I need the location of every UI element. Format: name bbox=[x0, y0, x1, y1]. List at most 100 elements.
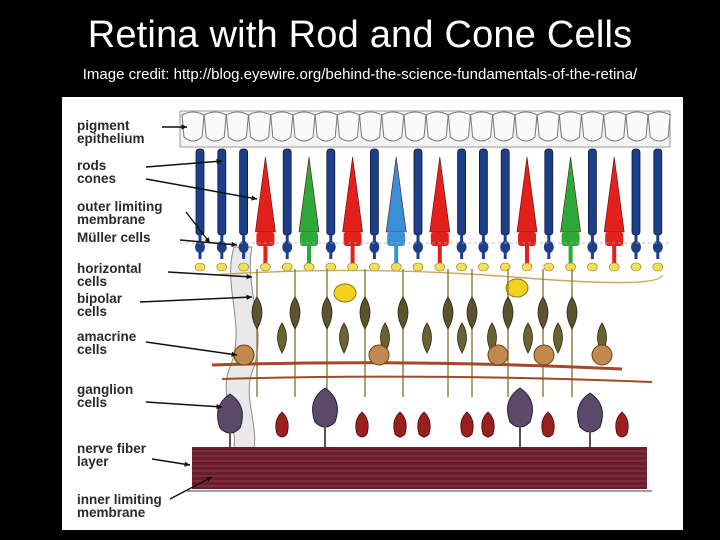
label-arrow bbox=[145, 160, 223, 168]
rod-nucleus bbox=[282, 241, 293, 253]
rod-outer-segment bbox=[478, 148, 488, 236]
photoreceptor-terminal bbox=[521, 262, 533, 272]
bipolar-cell bbox=[397, 296, 409, 330]
rod-outer-segment bbox=[653, 148, 663, 236]
ganglion-cell bbox=[417, 411, 431, 438]
rod-nucleus bbox=[456, 241, 467, 253]
label-muller-cells: Müller cells bbox=[77, 230, 151, 245]
photoreceptor-terminal bbox=[260, 262, 271, 272]
photoreceptor-terminal bbox=[456, 262, 467, 272]
arrow-head bbox=[216, 158, 222, 165]
red-cone-inner-segment bbox=[430, 232, 449, 246]
rod-nucleus bbox=[478, 241, 489, 253]
arrow-head bbox=[231, 241, 237, 248]
ganglion-cell bbox=[507, 387, 533, 428]
bipolar-cell bbox=[553, 322, 563, 354]
slide-title: Retina with Rod and Cone Cells bbox=[87, 14, 633, 56]
amacrine-cell bbox=[533, 344, 555, 366]
photoreceptor-terminal bbox=[478, 262, 489, 272]
pigment-cell bbox=[270, 111, 294, 142]
arrow-head bbox=[246, 294, 252, 300]
ganglion-cell bbox=[615, 411, 629, 438]
bipolar-cell bbox=[251, 296, 263, 330]
photoreceptor-terminal bbox=[608, 262, 620, 272]
rod-nucleus bbox=[195, 241, 205, 253]
photoreceptor-terminal bbox=[369, 262, 380, 272]
horizontal-cell bbox=[505, 278, 529, 298]
label-arrow bbox=[145, 341, 238, 356]
label-arrow bbox=[145, 178, 258, 200]
photoreceptor-terminal bbox=[652, 262, 664, 272]
label-arrow bbox=[179, 239, 238, 246]
bipolar-cell bbox=[457, 322, 467, 354]
pigment-cell bbox=[336, 111, 360, 142]
bipolar-cell bbox=[321, 296, 333, 330]
rod-outer-segment bbox=[239, 148, 249, 236]
green-cone-inner-segment bbox=[561, 232, 580, 246]
red-cone-outer-segment bbox=[255, 156, 276, 233]
blue-cone-inner-segment bbox=[387, 232, 406, 246]
bipolar-cell bbox=[277, 322, 287, 354]
ganglion-cell bbox=[481, 411, 495, 438]
arrow-head bbox=[204, 237, 210, 243]
horizontal-process bbox=[211, 269, 663, 284]
pigment-cell bbox=[314, 111, 338, 142]
pigment-cell bbox=[381, 111, 405, 142]
bipolar-cell bbox=[466, 296, 478, 330]
red-cone-outer-segment bbox=[342, 156, 363, 233]
photoreceptor-terminal bbox=[303, 262, 315, 272]
amacrine-process bbox=[211, 361, 623, 371]
pigment-cell bbox=[248, 111, 272, 142]
photoreceptor-terminal bbox=[499, 262, 511, 272]
green-cone-outer-segment bbox=[560, 156, 581, 233]
red-cone-inner-segment bbox=[256, 232, 275, 246]
retina-illustration bbox=[139, 110, 671, 500]
amacrine-process bbox=[221, 375, 653, 383]
rod-outer-segment bbox=[282, 148, 292, 236]
label-arrows bbox=[139, 124, 258, 500]
rod-nucleus bbox=[631, 241, 641, 253]
arrow-head bbox=[251, 195, 257, 201]
label-arrow bbox=[139, 296, 253, 303]
rod-outer-segment bbox=[544, 148, 554, 236]
red-cone-outer-segment bbox=[516, 156, 538, 233]
pigment-cell bbox=[581, 111, 605, 142]
blue-cone-outer-segment bbox=[385, 156, 407, 233]
horizontal-cell-layer bbox=[211, 269, 663, 303]
amacrine-cell bbox=[487, 344, 509, 366]
rod-outer-segment bbox=[413, 148, 423, 236]
red-cone-inner-segment bbox=[605, 232, 624, 246]
green-cone-inner-segment bbox=[300, 232, 318, 246]
pigment-cell bbox=[536, 111, 560, 142]
bipolar-cell bbox=[422, 322, 432, 354]
ganglion-cell bbox=[275, 411, 289, 438]
arrow-head bbox=[181, 124, 187, 130]
red-cone-inner-segment bbox=[518, 232, 536, 246]
label-arrow bbox=[145, 401, 223, 408]
ganglion-cell bbox=[577, 392, 603, 433]
pigment-cell bbox=[603, 111, 627, 142]
pigment-cell bbox=[203, 111, 227, 142]
pigment-epithelium-layer bbox=[179, 110, 671, 148]
green-cone-outer-segment bbox=[298, 156, 320, 233]
pigment-cell bbox=[625, 111, 649, 142]
pigment-cell bbox=[359, 111, 383, 142]
arrow-head bbox=[246, 274, 252, 280]
photoreceptor-terminal bbox=[194, 262, 206, 272]
label-arrow bbox=[169, 476, 213, 500]
label-arrow bbox=[185, 211, 211, 244]
photoreceptor-terminal bbox=[587, 262, 598, 272]
bipolar-cell bbox=[442, 296, 454, 330]
rod-outer-segment bbox=[631, 148, 641, 236]
photoreceptor-terminal bbox=[390, 262, 402, 272]
pigment-cell bbox=[403, 111, 427, 142]
pigment-cell bbox=[292, 111, 316, 142]
pigment-cell bbox=[181, 111, 205, 142]
arrow-head bbox=[231, 351, 237, 357]
